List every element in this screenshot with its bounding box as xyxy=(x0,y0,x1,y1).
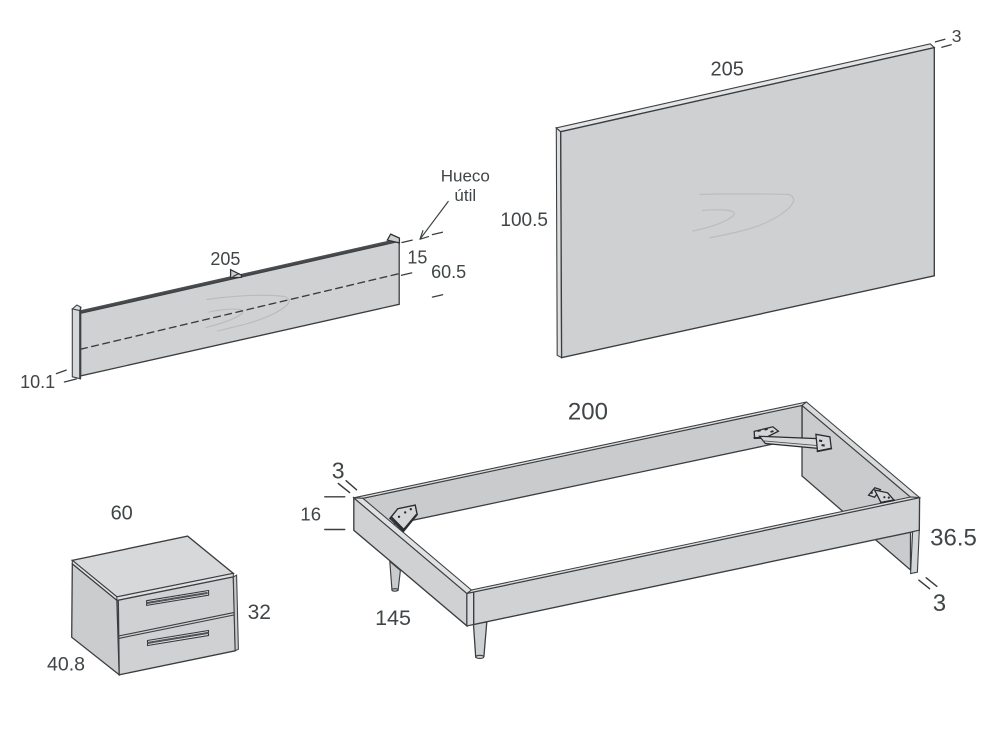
svg-text:145: 145 xyxy=(375,606,411,630)
svg-text:10.1: 10.1 xyxy=(20,372,55,392)
svg-text:16: 16 xyxy=(300,504,321,525)
svg-text:útil: útil xyxy=(454,186,476,205)
svg-text:60: 60 xyxy=(111,503,133,525)
svg-text:15: 15 xyxy=(407,247,427,267)
svg-text:100.5: 100.5 xyxy=(500,210,548,231)
svg-text:3: 3 xyxy=(952,26,962,46)
svg-text:32: 32 xyxy=(248,601,271,624)
svg-text:Hueco: Hueco xyxy=(441,167,490,186)
svg-text:40.8: 40.8 xyxy=(47,653,85,675)
svg-text:60.5: 60.5 xyxy=(431,262,466,282)
svg-text:205: 205 xyxy=(210,249,240,269)
svg-text:36.5: 36.5 xyxy=(930,524,977,551)
svg-text:205: 205 xyxy=(711,58,744,80)
svg-text:3: 3 xyxy=(933,590,946,617)
svg-text:3: 3 xyxy=(332,458,345,484)
svg-text:200: 200 xyxy=(568,398,608,425)
